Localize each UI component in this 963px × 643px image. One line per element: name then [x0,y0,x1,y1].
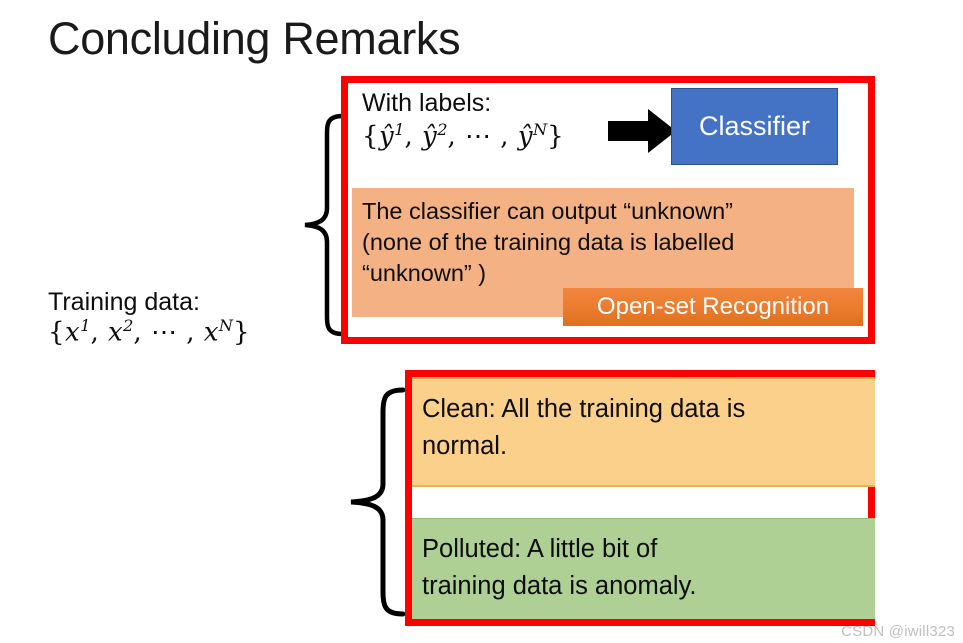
training-data-notation: {x1, x2, ⋯ , xN} [48,315,251,349]
labels-notation: {ŷ1, ŷ2, ⋯ , ŷN} [362,120,564,153]
x-sep-1: , [90,317,108,348]
open-set-line-1: The classifier can output “unknown” [362,198,733,224]
x-sup-1: 1 [80,315,91,335]
polluted-line-2: training data is anomaly. [422,571,697,600]
open-set-line-2: (none of the training data is labelled [362,229,735,256]
brace-lower [345,384,407,622]
y-sep-2: , ⋯ , [447,121,518,152]
x-sup-2: 2 [123,315,134,335]
training-data-label: Training data: {x1, x2, ⋯ , xN} [48,288,250,348]
y-var-n: ŷ [517,121,534,152]
y-sup-1: 1 [394,120,405,139]
polluted-line-1: Polluted: A little bit of [422,535,658,563]
right-arrow-icon [606,108,678,154]
y-sup-2: 2 [437,120,448,139]
x-var-n: x [203,317,219,348]
with-labels-block: With labels: {ŷ1, ŷ2, ⋯ , ŷN} [362,88,564,153]
x-sup-n: N [218,315,234,335]
y-sup-n: N [533,120,548,139]
clean-line-2: normal. [422,431,508,460]
classifier-box: Classifier [671,88,838,165]
watermark: CSDN @iwill323 [841,623,955,640]
open-set-recognition-badge: Open-set Recognition [563,288,863,326]
with-labels-group-outline [341,76,875,344]
clean-case-box: Clean: All the training data is normal. [412,377,875,487]
classifier-label: Classifier [698,111,811,141]
with-labels-heading: With labels: [362,89,492,117]
clean-line-1: Clean: All the training data is [422,395,746,423]
labels-set-close-brace: } [547,121,565,152]
labels-set-open-brace: { [362,121,380,152]
y-var-1: ŷ [379,121,395,152]
open-set-line-3: “unknown” ) [362,260,487,287]
set-close-brace: } [233,317,251,348]
polluted-case-box: Polluted: A little bit of training data … [412,518,875,619]
x-var-2: x [108,317,124,348]
x-var-1: x [65,317,81,348]
open-set-badge-label: Open-set Recognition [596,293,830,320]
set-open-brace: { [48,317,66,348]
x-sep-2: , ⋯ , [133,317,204,348]
training-data-text: Training data: [48,288,200,316]
y-var-2: ŷ [422,121,438,152]
brace-upper [297,110,347,340]
page-title: Concluding Remarks [48,13,461,64]
anomaly-cases-group-outline [405,370,875,626]
y-sep-1: , [404,121,423,152]
